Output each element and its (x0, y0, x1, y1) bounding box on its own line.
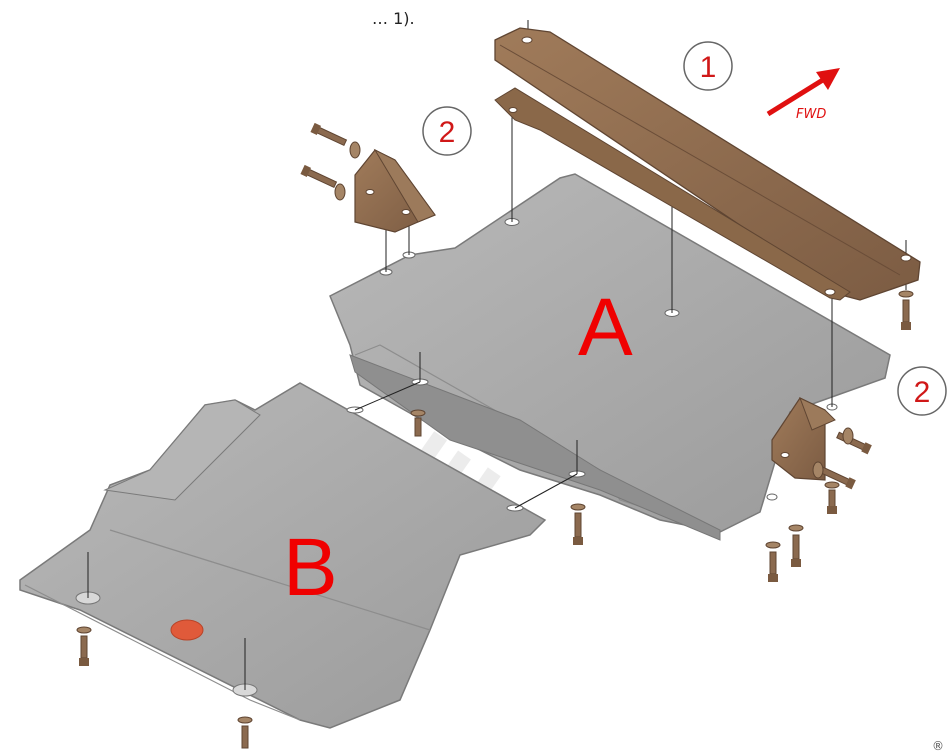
bolt (310, 122, 348, 147)
bolt-vertical (824, 481, 840, 514)
washer (349, 141, 361, 159)
plate-b-flap-left (103, 399, 261, 501)
forward-label: FWD (796, 107, 826, 122)
bracket-1-channel (494, 27, 921, 301)
forward-direction-indicator: FWD (766, 68, 840, 122)
bolt-vertical (570, 503, 586, 545)
svg-text:2: 2 (914, 376, 931, 409)
bolt-vertical (410, 409, 426, 437)
washer (334, 183, 346, 201)
washer (842, 427, 854, 445)
bolt-vertical (76, 626, 92, 666)
callout-2-right: 2 (897, 366, 947, 416)
bolt-vertical (788, 524, 804, 567)
hardware (76, 122, 914, 749)
plate-b-drain-cover (170, 619, 204, 641)
plate-a-label: A (578, 282, 633, 373)
callout-1: 1 (683, 41, 733, 91)
plate-a-rear-flange (349, 354, 721, 541)
bracket-2-right (771, 397, 836, 481)
plate-b-fold (109, 529, 431, 631)
svg-text:2: 2 (439, 116, 456, 149)
bolt (300, 164, 338, 189)
registered-mark: ® (932, 739, 944, 753)
bolt-vertical (765, 541, 781, 582)
plate-b-label: B (283, 522, 338, 613)
connection-lines (87, 20, 907, 690)
washer (812, 461, 824, 479)
plate-b: B (19, 382, 547, 729)
callout-2-left: 2 (422, 106, 472, 156)
bracket-2-left (354, 148, 436, 233)
svg-text:1: 1 (700, 51, 717, 84)
bolt-vertical (898, 290, 914, 330)
plate-a-slot (766, 493, 778, 501)
top-text-fragment: … 1). (372, 9, 415, 28)
bolt-vertical (237, 716, 253, 749)
bolt (836, 431, 872, 455)
plate-b-fold (24, 584, 301, 721)
forward-arrow-icon (766, 68, 840, 117)
